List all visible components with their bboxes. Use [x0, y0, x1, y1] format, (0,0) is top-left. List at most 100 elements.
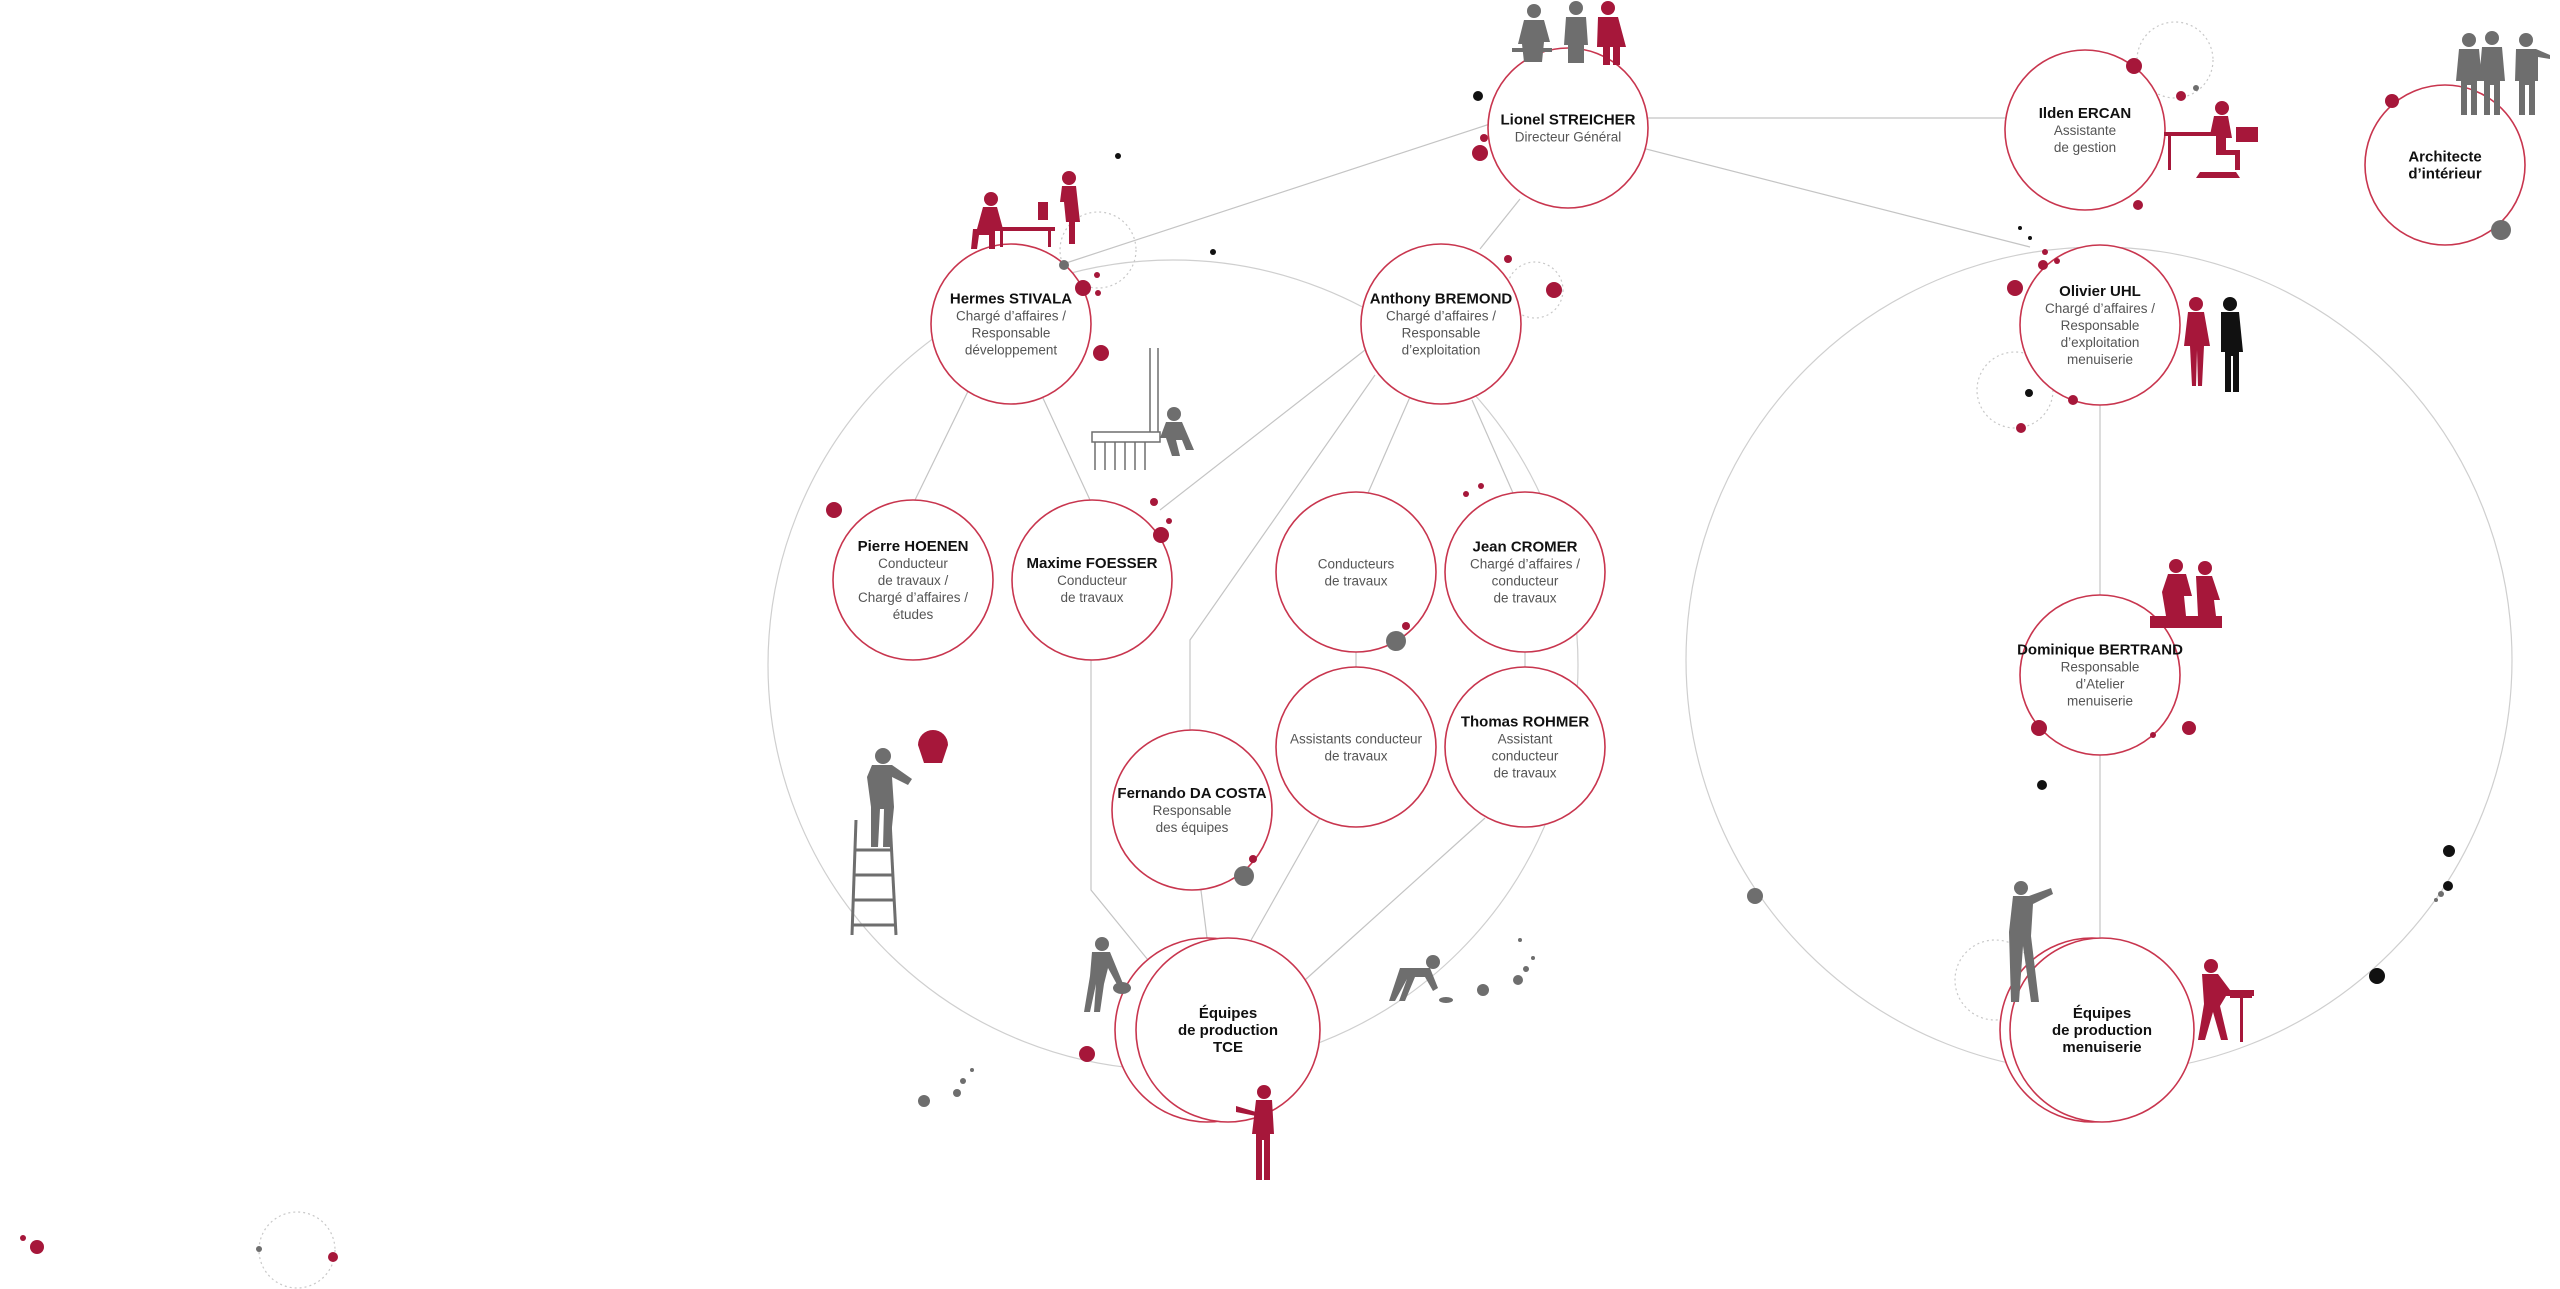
grey-dot [970, 1068, 974, 1072]
node-role-line: menuiserie [2067, 352, 2133, 367]
node-title-line: Olivier UHL [2059, 283, 2141, 300]
node-title-line: Dominique BERTRAND [2017, 642, 2183, 659]
node-role-line: de travaux [1493, 591, 1556, 606]
node-label: Conducteurs de travaux [1318, 557, 1395, 589]
node-circle [2364, 84, 2526, 246]
decorative-dots [20, 58, 2511, 1262]
black-dot [1115, 153, 1121, 159]
connector-line [914, 378, 975, 501]
accent-dot [30, 1240, 44, 1254]
connector-line [1367, 396, 1411, 494]
accent-dot [2007, 280, 2023, 296]
node-role-line: de travaux [1324, 574, 1387, 589]
node-title-line: Fernando DA COSTA [1117, 785, 1266, 802]
node-circle [1275, 491, 1437, 653]
accent-dot [1463, 491, 1469, 497]
node-role-line: Chargé d’affaires / [2045, 301, 2155, 316]
node-conducteurs-de-travaux[interactable]: Conducteurs de travaux [1275, 491, 1437, 653]
accent-dot [2126, 58, 2142, 74]
node-role-line: d’exploitation [2061, 335, 2140, 350]
node-role-line: Directeur Général [1515, 130, 1622, 145]
connector-line [1159, 349, 1366, 511]
team-meeting-illustration [1512, 1, 1626, 65]
accent-dot [1402, 622, 1410, 630]
node-role-line: Assistants conducteur [1290, 732, 1423, 747]
accent-dot [1480, 134, 1488, 142]
accent-dot [1504, 255, 1512, 263]
connector-line [1065, 123, 1491, 264]
node-circle [1275, 666, 1437, 828]
dashed-ring [258, 1211, 336, 1289]
node-circle [2009, 937, 2195, 1123]
accent-dot [328, 1252, 338, 1262]
carpenter-saw-illustration [2198, 959, 2254, 1042]
paint-roller-icon [918, 730, 948, 763]
worker-illustrations [850, 1, 2550, 1180]
node-role-line: de travaux [1060, 590, 1123, 605]
node-role-line: de travaux / [878, 573, 949, 588]
accent-dot [2133, 200, 2143, 210]
accent-dot [2150, 732, 2156, 738]
black-dot [2018, 226, 2022, 230]
node-circle [1360, 243, 1522, 405]
carpenter-drill-illustration [2009, 881, 2053, 1002]
accent-dot [2038, 260, 2048, 270]
node-title-line: Équipes [2073, 1005, 2131, 1022]
black-dot [2028, 236, 2032, 240]
node-role-line: Chargé d’affaires / [956, 309, 1066, 324]
grey-dot [1518, 938, 1522, 942]
accent-dot [2016, 423, 2026, 433]
scaffold-worker-illustration [1091, 348, 1194, 470]
grey-dot [953, 1089, 961, 1097]
node-role-line: Conducteurs [1318, 557, 1395, 572]
node-role-line: Conducteur [878, 556, 948, 571]
node-role-line: des équipes [1156, 820, 1229, 835]
dashed-ring [1506, 261, 1564, 319]
architects-illustration [2456, 31, 2550, 115]
connector-line [1471, 399, 1514, 494]
node-title-line: menuiserie [2062, 1039, 2141, 1056]
connector-line [1304, 817, 1486, 981]
accent-dot [1472, 145, 1488, 161]
grey-dot [1477, 984, 1489, 996]
connector-line [1641, 147, 2031, 248]
standing-worker-illustration [1236, 1085, 1274, 1180]
grey-dot [1234, 866, 1254, 886]
connector-line [1090, 660, 1149, 961]
node-title-line: Ilden ERCAN [2039, 105, 2132, 122]
black-dot [2443, 881, 2453, 891]
node-role-line: menuiserie [2067, 694, 2133, 709]
node-circle [1135, 937, 1321, 1123]
grey-dot [2491, 220, 2511, 240]
black-dot [2369, 968, 2385, 984]
grey-dot [1531, 956, 1535, 960]
connectors [914, 117, 2101, 981]
dashed-ring [2136, 21, 2214, 99]
node-title-line: Lionel STREICHER [1500, 112, 1635, 129]
